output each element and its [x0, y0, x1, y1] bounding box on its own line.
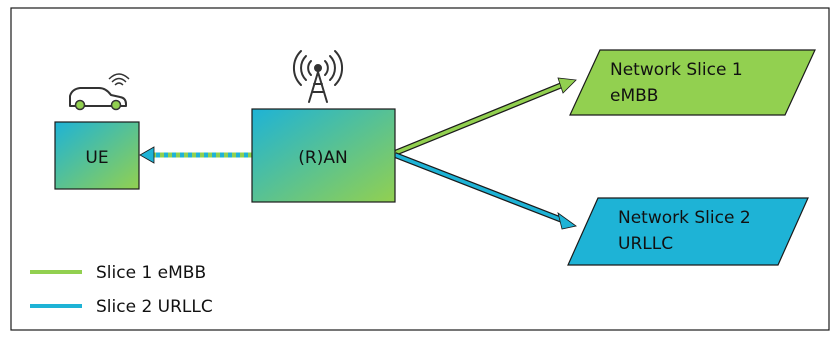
legend: Slice 1 eMBB Slice 2 URLLC — [30, 263, 213, 317]
slice2-subtitle: URLLC — [618, 234, 673, 254]
slice2-title: Network Slice 2 — [618, 208, 751, 228]
network-slice-1-node: Network Slice 1 eMBB — [569, 49, 816, 116]
ran-to-ue-arrow — [139, 146, 252, 164]
ue-label: UE — [85, 148, 108, 168]
legend-label-slice2: Slice 2 URLLC — [96, 297, 213, 317]
slice1-subtitle: eMBB — [610, 86, 658, 106]
slice2-arrow — [393, 152, 577, 230]
slice1-title: Network Slice 1 — [610, 60, 743, 80]
slice1-arrow — [393, 77, 577, 156]
legend-label-slice1: Slice 1 eMBB — [96, 263, 206, 283]
radio-tower-icon — [292, 50, 344, 103]
ran-node: (R)AN — [251, 108, 396, 203]
ue-node: UE — [54, 121, 140, 190]
car-with-wifi-icon — [69, 73, 130, 111]
network-slice-2-node: Network Slice 2 URLLC — [567, 197, 809, 266]
ran-label: (R)AN — [298, 148, 347, 168]
